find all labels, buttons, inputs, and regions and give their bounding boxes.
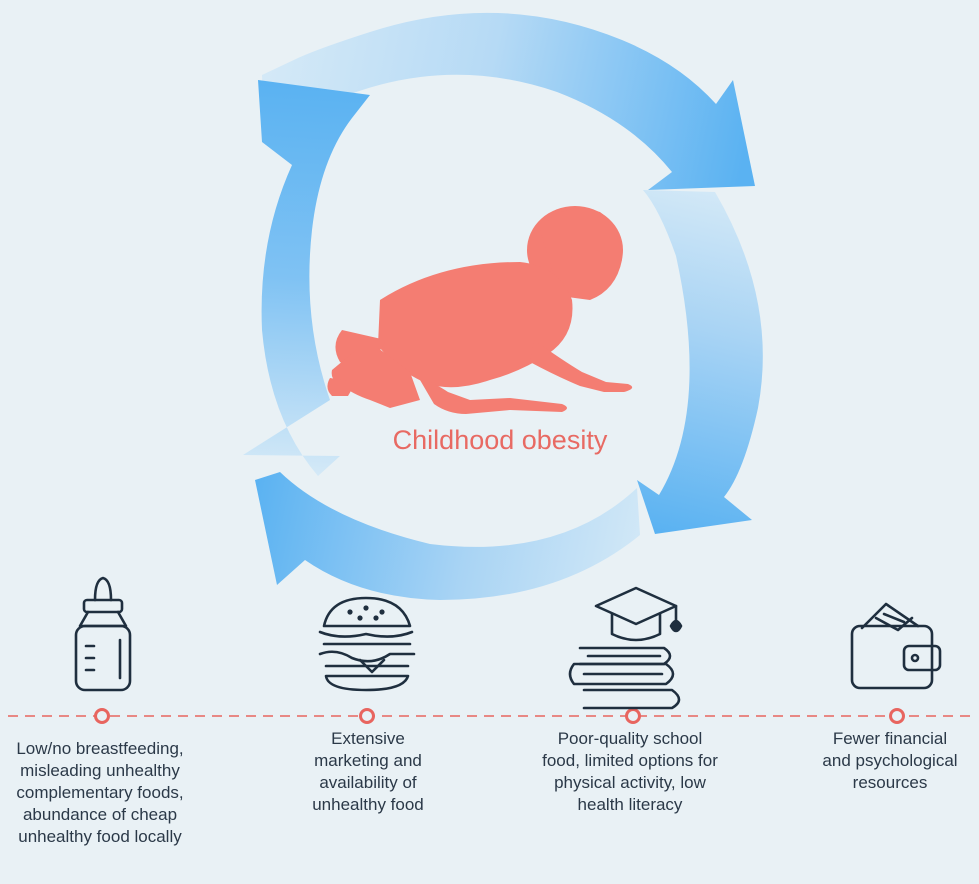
factor-caption-resources: Fewer financial and psychological resour… (822, 729, 958, 792)
books-graduation-cap-icon (568, 586, 683, 710)
cycle-arrow-right (637, 190, 763, 534)
wallet-icon (850, 602, 942, 690)
baby-bottle-icon (74, 576, 132, 692)
timeline-node-0 (94, 708, 110, 724)
burger-icon (318, 596, 416, 692)
cycle-arrow-top (262, 12, 755, 191)
cycle-arrow-bottom (255, 472, 640, 600)
center-label: Childhood obesity (392, 425, 608, 455)
timeline-node-1 (359, 708, 375, 724)
factor-caption-school: Poor-quality school food, limited option… (542, 729, 718, 814)
timeline-node-2 (625, 708, 641, 724)
timeline-node-3 (889, 708, 905, 724)
crawling-baby-icon (327, 206, 633, 414)
cycle-arrows (243, 12, 763, 600)
factor-caption-breastfeeding: Low/no breastfeeding, misleading unhealt… (16, 739, 184, 846)
factor-caption-marketing: Extensive marketing and availability of … (312, 729, 424, 814)
cycle-arrow-left (243, 80, 370, 476)
